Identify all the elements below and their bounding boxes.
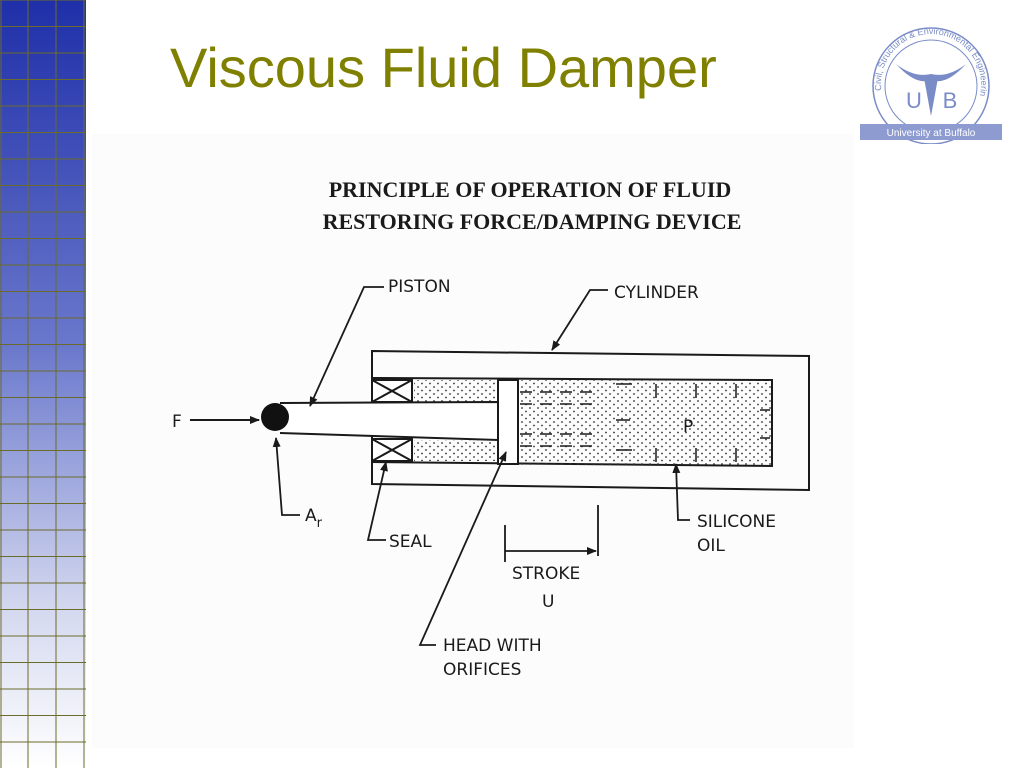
area-label: Ar (305, 506, 323, 531)
silicone-oil-label-line1: SILICONE (697, 512, 776, 532)
cylinder-leader (551, 289, 608, 351)
head-label-line2: ORIFICES (443, 660, 521, 680)
diagram-heading-line1: PRINCIPLE OF OPERATION OF FLUID (329, 177, 732, 202)
silicone-oil-leader (672, 463, 690, 521)
decorative-grid-band (0, 0, 86, 768)
slide-title: Viscous Fluid Damper (170, 36, 717, 99)
stroke-dimension (504, 505, 599, 562)
area-leader (272, 437, 300, 516)
piston-rod (279, 400, 499, 442)
silicone-oil-label-line2: OIL (697, 536, 725, 556)
diagram-heading-line2: RESTORING FORCE/DAMPING DEVICE (323, 209, 742, 234)
pressure-marks (616, 383, 770, 462)
university-logo: Civil, Structural & Environmental Engine… (856, 16, 1002, 144)
pressure-label: P (683, 417, 693, 437)
stroke-label-line1: STROKE (512, 564, 580, 584)
head-label-line1: HEAD WITH (443, 636, 542, 656)
stroke-label-line2: U (542, 592, 554, 612)
seal-leader (366, 461, 388, 541)
logo-arc-text: Civil, Structural & Environmental Engine… (856, 16, 989, 97)
seal-upper (371, 379, 413, 403)
seal-lower (371, 438, 413, 462)
orifice-flow-lines (520, 391, 600, 447)
piston-rod-end (261, 403, 289, 431)
force-label: F (172, 412, 182, 432)
fluid-damper-diagram: PRINCIPLE OF OPERATION OF FLUID RESTORIN… (172, 177, 810, 680)
logo-letter-u: U (906, 88, 922, 113)
diagram-panel: PRINCIPLE OF OPERATION OF FLUID RESTORIN… (92, 134, 854, 748)
piston-head (497, 379, 519, 465)
piston-label: PISTON (388, 277, 451, 297)
logo-letter-b: B (943, 88, 958, 113)
head-leader (418, 451, 507, 646)
cylinder-label: CYLINDER (614, 283, 699, 303)
logo-banner (860, 124, 1002, 140)
silicone-oil-fill (414, 380, 772, 465)
piston-leader (309, 286, 384, 407)
seal-label: SEAL (389, 532, 432, 552)
logo-banner-text: University at Buffalo (887, 128, 976, 139)
